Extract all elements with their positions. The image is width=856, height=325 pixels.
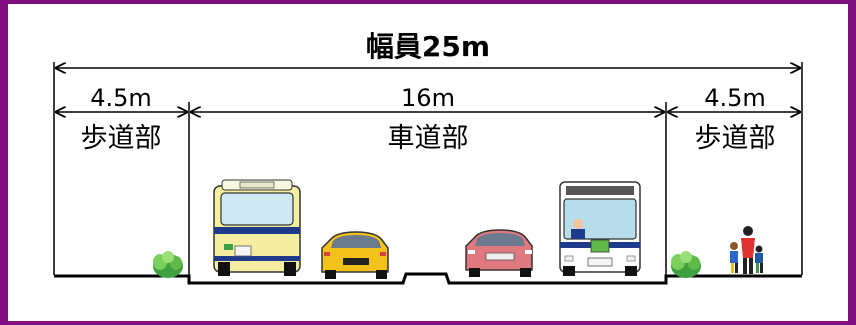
- left-sidewalk-dimension: 4.5m: [90, 84, 152, 112]
- roadway-label: 車道部: [388, 123, 469, 154]
- road-ground-profile: [54, 272, 802, 285]
- total-width-title: 幅員25m: [366, 30, 490, 63]
- pedestrians-icon: [730, 226, 763, 274]
- right-shrub-icon: [671, 251, 701, 278]
- dimension-arrows: [56, 68, 800, 112]
- right-bus-icon: [559, 181, 641, 276]
- roadway-dimension: 16m: [401, 84, 455, 112]
- left-sidewalk-label: 歩道部: [81, 123, 162, 154]
- yellow-car-icon: [321, 231, 389, 279]
- extension-lines: [53, 62, 803, 282]
- left-shrub-icon: [153, 251, 183, 278]
- pink-car-icon: [465, 229, 533, 277]
- right-sidewalk-dimension: 4.5m: [704, 84, 766, 112]
- left-bus-icon: [213, 179, 301, 276]
- right-sidewalk-label: 歩道部: [695, 123, 776, 154]
